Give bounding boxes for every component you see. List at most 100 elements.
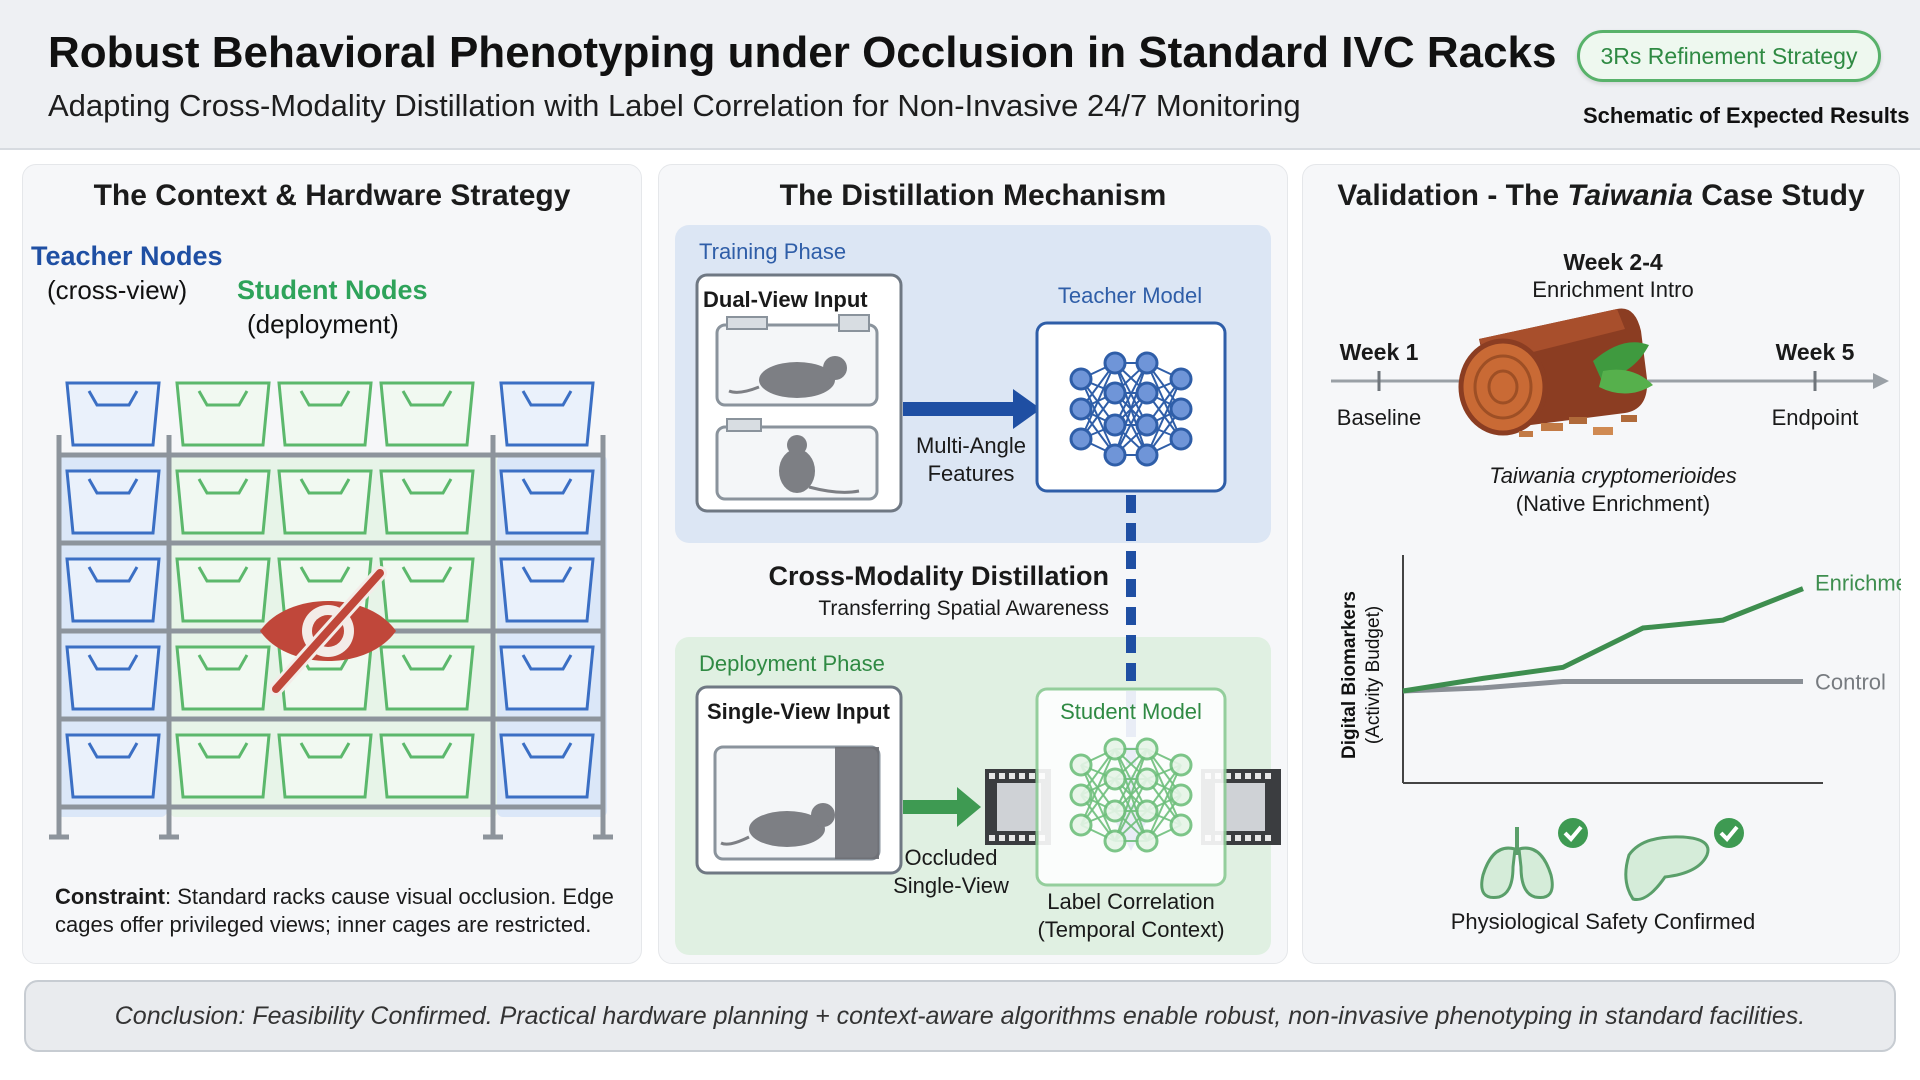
validation-title-prefix: Validation - The	[1337, 179, 1568, 212]
film-hole	[1255, 773, 1261, 779]
training-arrow	[903, 402, 1015, 416]
series-line-control	[1402, 679, 1803, 694]
network-node	[1135, 829, 1159, 853]
organ-icons	[1480, 818, 1744, 902]
cage-lid	[401, 654, 453, 671]
network-node	[1169, 397, 1193, 421]
network-node	[1103, 413, 1127, 437]
distillation-panel-title: The Distillation Mechanism	[779, 179, 1167, 212]
network-node	[1135, 351, 1159, 375]
network-node	[1069, 367, 1093, 391]
film-hole	[989, 773, 995, 779]
occluded-label-2: Single-View	[893, 873, 1009, 898]
network-node	[1069, 783, 1093, 807]
biomarker-chart: Digital Biomarkers (Activity Budget) Enr…	[1339, 555, 1901, 784]
occluded-cage-icon	[713, 745, 881, 861]
distillation-panel: The Distillation Mechanism Training Phas…	[658, 164, 1288, 964]
network-node	[1169, 783, 1193, 807]
deployment-phase-label: Deployment Phase	[699, 651, 885, 676]
student-cage	[277, 469, 373, 535]
student-cage	[379, 557, 475, 623]
network-edge	[1114, 362, 1148, 426]
teacher-cage	[499, 469, 595, 535]
student-cage	[277, 381, 373, 447]
teacher-network-icon	[1069, 351, 1193, 467]
network-node	[1169, 813, 1193, 837]
cage-lid	[401, 742, 453, 759]
week-start-sub: Baseline	[1336, 405, 1422, 430]
network-edge	[1146, 378, 1182, 456]
cage-lid	[87, 478, 139, 495]
check-icon-liver	[1714, 818, 1744, 848]
constraint-text: : Standard racks cause visual occlusion.…	[55, 884, 614, 937]
film-hole	[1265, 773, 1271, 779]
network-node	[1069, 427, 1093, 451]
week-end-label: Week 5	[1775, 339, 1855, 365]
cage-lid	[197, 390, 249, 407]
network-node	[1103, 351, 1127, 375]
context-panel: The Context & Hardware Strategy Teacher …	[22, 164, 642, 964]
series-line-enrichment	[1402, 586, 1804, 694]
cage-lid	[197, 742, 249, 759]
occluded-label-1: Occluded	[904, 845, 998, 870]
validation-panel: Validation - The Taiwania Case Study Wee…	[1302, 164, 1901, 964]
conclusion-text: Conclusion: Feasibility Confirmed. Pract…	[114, 1002, 1806, 1030]
network-node	[1135, 381, 1159, 405]
distillation-subheading: Transferring Spatial Awareness	[818, 597, 1109, 620]
network-edge	[1080, 362, 1116, 440]
week-mid-sub: Enrichment Intro	[1532, 277, 1694, 302]
chart-ylabel-1: Digital Biomarkers	[1339, 591, 1360, 759]
student-cage	[175, 645, 271, 711]
student-cage	[379, 733, 475, 799]
cage-lid	[87, 390, 139, 407]
network-node	[1135, 767, 1159, 791]
label-correlation-1: Label Correlation	[1047, 889, 1215, 914]
film-hole	[1235, 773, 1241, 779]
network-node	[1103, 829, 1127, 853]
network-edge	[1114, 362, 1148, 456]
timeline-arrowhead	[1873, 373, 1889, 389]
network-node	[1135, 737, 1159, 761]
rack-frame	[49, 435, 613, 840]
film-hole	[1255, 835, 1261, 841]
student-cage	[175, 381, 271, 447]
student-cage	[175, 557, 271, 623]
film-hole	[1019, 835, 1025, 841]
eye-slash-icon	[260, 566, 396, 696]
label-correlation-2: (Temporal Context)	[1037, 917, 1225, 942]
cage-lid	[197, 566, 249, 583]
film-hole	[1009, 773, 1015, 779]
cage-side-icon	[715, 418, 879, 501]
student-cage	[379, 645, 475, 711]
cage-lid	[299, 478, 351, 495]
cage-lid	[299, 390, 351, 407]
film-hole	[999, 835, 1005, 841]
film-hole	[1235, 835, 1241, 841]
cage-lid	[401, 566, 453, 583]
network-edge	[1146, 764, 1182, 842]
teacher-model-label: Teacher Model	[1057, 283, 1203, 308]
teacher-cage	[499, 557, 595, 623]
cage-lid	[197, 478, 249, 495]
film-hole	[989, 835, 995, 841]
student-model-label: Student Model	[1060, 699, 1202, 724]
cage-lid	[401, 478, 453, 495]
cage-lid	[521, 742, 573, 759]
deployment-arrowhead	[957, 787, 981, 827]
teacher-nodes-sub: (cross-view)	[47, 275, 188, 305]
week-start-label: Week 1	[1339, 339, 1419, 365]
check-icon-lungs	[1558, 818, 1588, 848]
film-hole	[1265, 835, 1271, 841]
ivc-rack-diagram	[49, 381, 613, 840]
teacher-cage	[499, 733, 595, 799]
series-label-enrichment: Enrichment	[1815, 571, 1901, 596]
student-cage	[175, 469, 271, 535]
film-hole	[1009, 835, 1015, 841]
student-network-icon	[1069, 737, 1193, 853]
cage-lid	[521, 478, 573, 495]
network-node	[1169, 367, 1193, 391]
cage-lid	[401, 390, 453, 407]
network-node	[1103, 799, 1127, 823]
series-label-control: Control	[1815, 670, 1886, 695]
teacher-nodes-label: Teacher Nodes	[31, 241, 223, 271]
